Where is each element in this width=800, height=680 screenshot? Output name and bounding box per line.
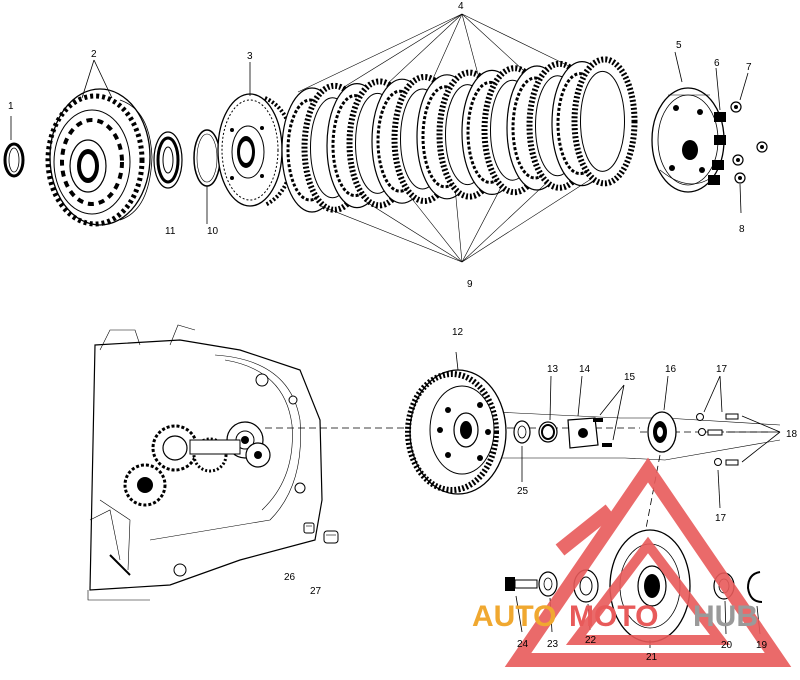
watermark-logo bbox=[504, 457, 792, 667]
engine-case bbox=[87, 324, 323, 601]
leader-line-4 bbox=[432, 13, 463, 79]
part-24-bolt bbox=[505, 577, 538, 633]
callout-6: 6 bbox=[714, 58, 720, 69]
leader-line-9 bbox=[410, 196, 463, 263]
callout-27: 27 bbox=[310, 586, 322, 597]
part-13-bearing bbox=[538, 375, 558, 443]
leader-line-4 bbox=[461, 13, 569, 66]
leader-line-9 bbox=[455, 192, 463, 263]
leader-line-9 bbox=[365, 201, 463, 263]
part-10-snap-ring bbox=[193, 129, 221, 187]
part-2-clutch-basket bbox=[45, 88, 153, 227]
callout-3: 3 bbox=[247, 51, 253, 62]
callout-23: 23 bbox=[547, 639, 559, 650]
callout-18: 18 bbox=[786, 429, 798, 440]
top-leader-lines bbox=[10, 51, 749, 224]
callout-14: 14 bbox=[579, 364, 591, 375]
part-5-pressure-plate bbox=[651, 87, 725, 193]
callout-labels: 1 2 3 4 5 6 7 8 9 10 11 12 13 14 15 16 1… bbox=[8, 1, 798, 663]
callout-11: 11 bbox=[165, 226, 176, 237]
part-18-screws bbox=[707, 413, 781, 466]
callout-24: 24 bbox=[517, 639, 529, 650]
callout-16: 16 bbox=[665, 364, 677, 375]
part-14-plate bbox=[567, 375, 599, 449]
part-1-retaining-ring bbox=[3, 142, 25, 178]
leader-line-4 bbox=[342, 13, 463, 88]
leader-line-9 bbox=[320, 205, 463, 263]
callout-4: 4 bbox=[458, 1, 464, 12]
watermark-part3: HUB bbox=[693, 600, 758, 633]
clutch-plate-inner bbox=[580, 70, 625, 172]
callout-9: 9 bbox=[467, 279, 473, 290]
callout-22: 22 bbox=[585, 635, 597, 646]
part-16-cover bbox=[647, 375, 677, 453]
part-27-dowel bbox=[323, 530, 339, 544]
leader-line-9 bbox=[461, 188, 501, 263]
callout-2: 2 bbox=[91, 49, 97, 60]
part-11-bearing bbox=[153, 131, 183, 189]
leader-line-4 bbox=[461, 13, 524, 71]
part-15-screws bbox=[593, 384, 625, 447]
callout-7: 7 bbox=[746, 62, 752, 73]
callout-19: 19 bbox=[756, 640, 768, 651]
part-3-clutch-hub bbox=[217, 93, 296, 207]
callout-20: 20 bbox=[721, 640, 733, 651]
callout-5: 5 bbox=[676, 40, 682, 51]
callout-25: 25 bbox=[517, 486, 529, 497]
leader-line-4 bbox=[461, 13, 479, 75]
callout-10: 10 bbox=[207, 226, 219, 237]
part-26-dowel bbox=[303, 522, 315, 534]
part-17-washers bbox=[696, 375, 723, 509]
leader-line-4 bbox=[387, 13, 463, 84]
part-12-flywheel bbox=[405, 351, 507, 495]
watermark-part2: MOTO bbox=[569, 600, 658, 633]
part-25-washer bbox=[513, 420, 531, 482]
part-23-washer bbox=[538, 571, 558, 633]
callout-13: 13 bbox=[547, 364, 559, 375]
leader-line-9 bbox=[461, 183, 546, 263]
watermark-part1: AUTO bbox=[472, 600, 556, 633]
callout-12: 12 bbox=[452, 327, 464, 338]
callout-26: 26 bbox=[284, 572, 296, 583]
part-7-bolts bbox=[730, 101, 768, 166]
callout-21: 21 bbox=[646, 652, 658, 663]
clutch-plate-inner bbox=[556, 72, 604, 176]
callout-15: 15 bbox=[624, 372, 636, 383]
clutch-plate-stack bbox=[281, 13, 638, 263]
part-6-springs bbox=[708, 112, 726, 185]
callout-17-bottom: 17 bbox=[715, 513, 727, 524]
clutch-plate bbox=[571, 56, 638, 187]
watermark-text: AUTO MOTO HUB bbox=[472, 600, 758, 633]
callout-17-top: 17 bbox=[716, 364, 728, 375]
part-8-bolt bbox=[734, 172, 746, 184]
callout-8: 8 bbox=[739, 224, 745, 235]
leader-line-4 bbox=[297, 13, 463, 93]
callout-1: 1 bbox=[8, 101, 14, 112]
leader-line-9 bbox=[461, 179, 591, 263]
